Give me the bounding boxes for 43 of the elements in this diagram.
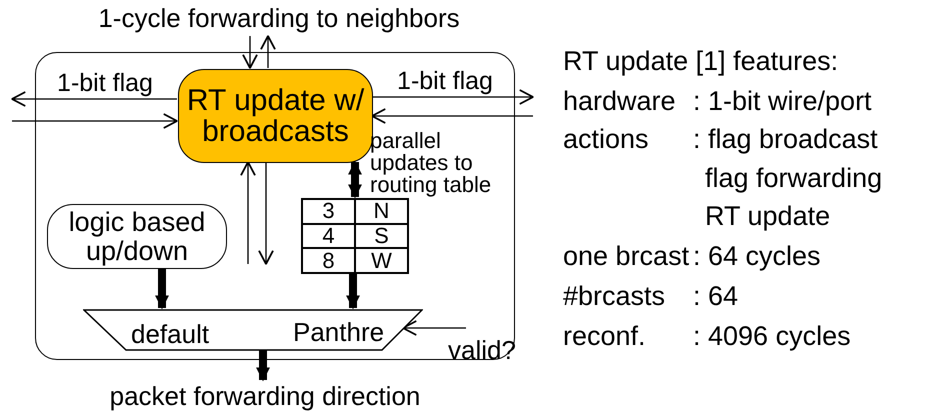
list-text: : 64 bbox=[693, 280, 738, 312]
edge-label: 1-bit flag bbox=[56, 69, 154, 97]
table-cell: 4 bbox=[302, 224, 355, 248]
table-cell: 3 bbox=[302, 199, 355, 224]
arrow bbox=[155, 268, 169, 310]
arrow bbox=[242, 36, 258, 69]
arrow bbox=[372, 89, 534, 105]
annotation-text: 1-cycle forwarding to neighbors bbox=[88, 2, 470, 36]
arrow bbox=[11, 91, 177, 107]
list-text: actions bbox=[563, 123, 649, 155]
list-text: hardware bbox=[563, 85, 676, 117]
table-cell: W bbox=[355, 248, 408, 273]
list-text: RT update bbox=[705, 200, 830, 232]
arrow bbox=[260, 35, 276, 68]
table-cell: 8 bbox=[302, 248, 355, 273]
arrow bbox=[348, 160, 362, 198]
output-label: packet forwarding direction bbox=[85, 380, 445, 414]
list-text: : 1-bit wire/port bbox=[693, 85, 872, 117]
table-cell: N bbox=[355, 199, 408, 224]
arrow bbox=[402, 320, 466, 336]
routing-table bbox=[301, 198, 409, 274]
arrow bbox=[240, 161, 256, 264]
input-label: Panthre bbox=[293, 317, 384, 347]
list-text: flag forwarding bbox=[705, 162, 882, 194]
arrow bbox=[12, 113, 178, 129]
list-heading: RT update [1] features: bbox=[563, 45, 838, 77]
arrow bbox=[346, 273, 360, 310]
list-text: one brcast bbox=[563, 240, 690, 272]
arrow bbox=[371, 108, 533, 124]
input-label: default bbox=[131, 319, 210, 349]
edge-label: parallel updates to routing table bbox=[370, 130, 492, 196]
arrow bbox=[258, 162, 274, 265]
router-box bbox=[35, 52, 515, 360]
list-text: : flag broadcast bbox=[693, 123, 878, 155]
list-text: reconf. bbox=[563, 320, 646, 352]
list-text: : 64 cycles bbox=[693, 240, 821, 272]
edge-label: 1-bit flag bbox=[396, 67, 494, 95]
arrow bbox=[256, 350, 270, 382]
table-cell: S bbox=[355, 224, 408, 248]
list-text: #brcasts bbox=[563, 280, 666, 312]
list-text: : 4096 cycles bbox=[693, 320, 851, 352]
process-box: logic based up/down bbox=[47, 204, 227, 269]
process-box: RT update w/ broadcasts bbox=[178, 69, 373, 163]
